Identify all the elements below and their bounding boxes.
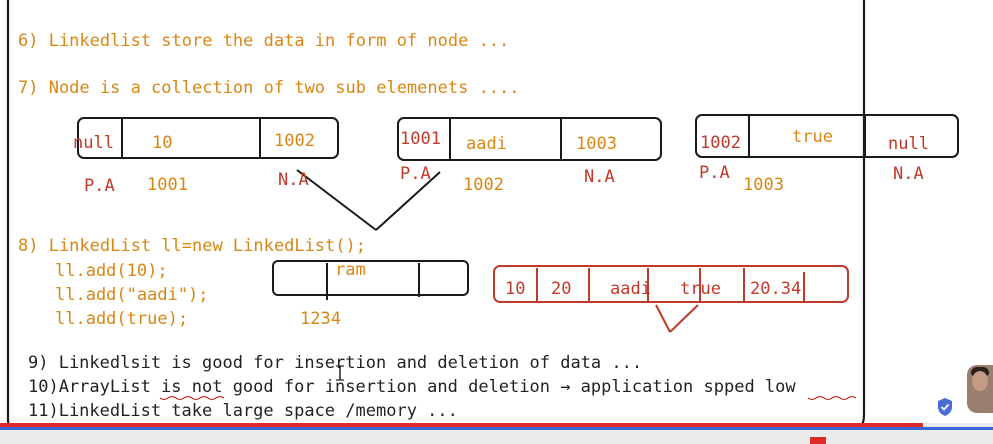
array-cell: 10 (505, 279, 526, 299)
node-2-address: 1002 (463, 175, 504, 195)
node-1-pa-label: P.A (84, 176, 115, 196)
node-2-pa-label: P.A (400, 164, 431, 184)
shield-check-icon (934, 396, 956, 418)
video-progress-buffer (0, 427, 993, 430)
node-2-data: aadi (466, 134, 507, 154)
array-cell: true (680, 279, 721, 299)
node-3-data: true (792, 127, 833, 147)
node-1-next: 1002 (274, 131, 315, 151)
ram-box (272, 260, 469, 296)
node-3-pa-label: P.A (699, 163, 730, 183)
node-1-box (77, 117, 339, 159)
node-1-prev: null (73, 133, 114, 153)
live-badge (810, 437, 826, 444)
note-10: 10)ArrayList is not good for insertion a… (28, 377, 796, 397)
node-3-prev: 1002 (700, 133, 741, 153)
note-9: 9) Linkedlsit is good for insertion and … (28, 353, 643, 373)
node-2-na-label: N.A (584, 167, 615, 187)
code-add-1: ll.add(10); (55, 261, 168, 281)
video-progress-bar[interactable] (0, 423, 924, 427)
code-add-3: ll.add(true); (55, 309, 189, 329)
node-3-na-label: N.A (893, 164, 924, 184)
array-cell: 20 (551, 279, 572, 299)
note-7: 7) Node is a collection of two sub eleme… (18, 78, 520, 98)
ram-address: 1234 (300, 309, 341, 329)
note-8: 8) LinkedList ll=new LinkedList(); (18, 236, 366, 256)
array-box (493, 265, 849, 303)
ram-label: ram (335, 260, 366, 280)
array-cell: aadi (610, 279, 651, 299)
node-3-next: null (888, 134, 929, 154)
presenter-avatar (967, 365, 993, 413)
node-1-na-label: N.A (278, 170, 309, 190)
node-2-next: 1003 (576, 134, 617, 154)
node-1-data: 10 (152, 133, 173, 153)
note-6: 6) Linkedlist store the data in form of … (18, 31, 510, 51)
note-11: 11)LinkedList take large space /memory .… (28, 401, 458, 421)
code-add-2: ll.add("aadi"); (55, 285, 209, 305)
array-cell: 20.34 (750, 279, 802, 299)
node-3-box (695, 114, 959, 158)
node-2-box (397, 117, 662, 161)
node-2-prev: 1001 (400, 129, 441, 149)
node-3-address: 1003 (743, 175, 784, 195)
node-1-address: 1001 (147, 175, 188, 195)
